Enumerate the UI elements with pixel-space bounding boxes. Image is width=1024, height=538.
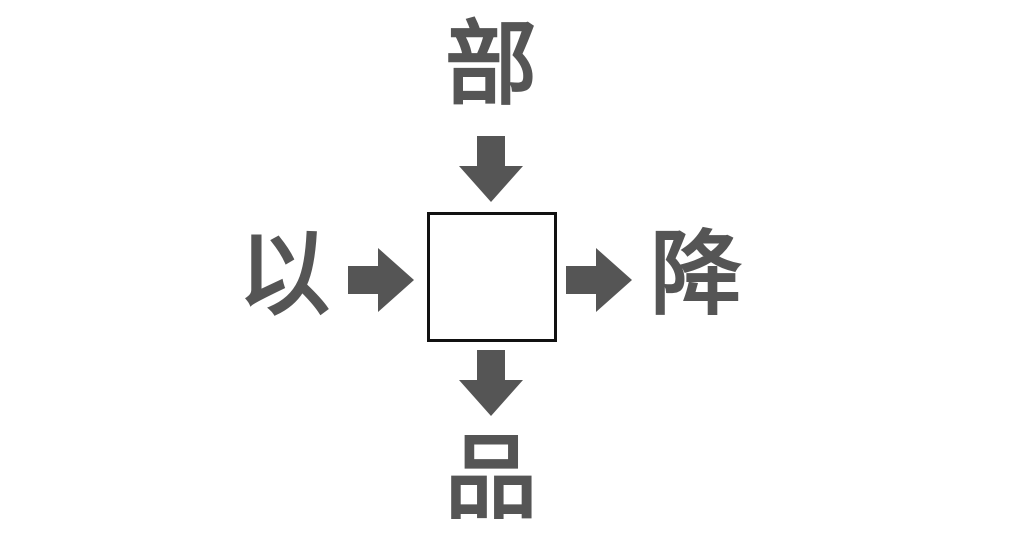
bottom-kanji: 品	[444, 425, 537, 532]
answer-box[interactable]	[427, 212, 557, 342]
arrow-right-icon	[348, 248, 414, 312]
right-kanji: 降	[649, 221, 742, 328]
arrow-down-icon	[459, 136, 523, 202]
arrow-down-icon	[459, 350, 523, 416]
left-kanji: 以	[237, 221, 330, 328]
arrow-right-icon	[566, 248, 632, 312]
top-kanji: 部	[444, 11, 537, 118]
